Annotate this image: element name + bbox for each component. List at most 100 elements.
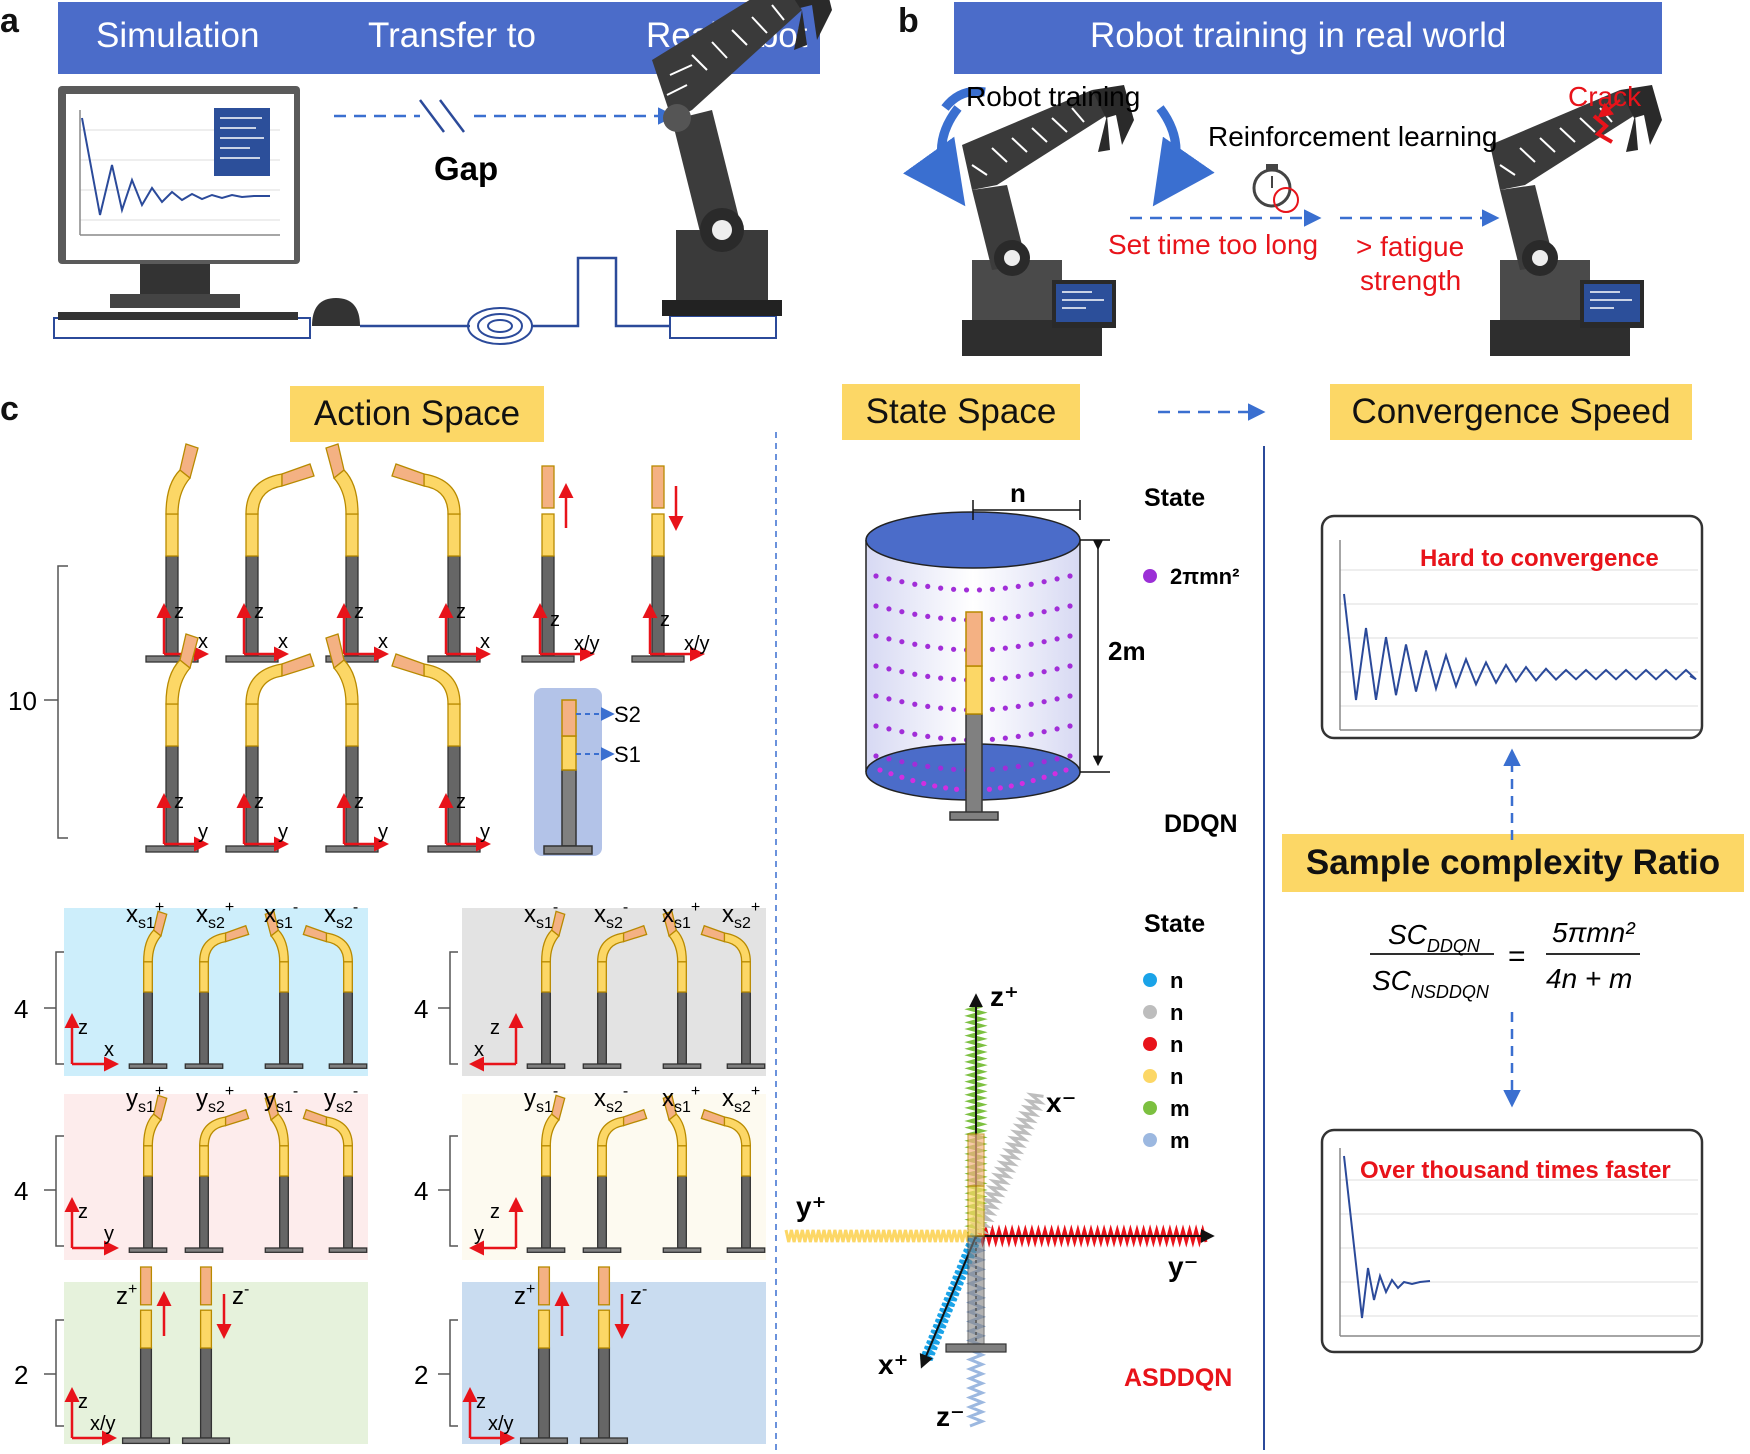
axis-h-label: y	[198, 821, 208, 843]
limb-seg1	[199, 1309, 213, 1349]
panel-b-diagram	[903, 84, 1663, 357]
state-dot	[938, 765, 944, 771]
state-dot	[925, 703, 931, 710]
limb-base	[264, 1063, 304, 1069]
axis-z-label: z	[660, 609, 670, 631]
crack-text: Crack	[1568, 81, 1642, 112]
state-dot	[1002, 735, 1008, 741]
panel-a-banner: Simulation Transfer to Real robot	[58, 2, 820, 74]
limb-base	[726, 1247, 766, 1253]
robot-training-text: Robot training	[966, 81, 1140, 112]
limb-pole	[597, 1175, 607, 1249]
count-4-cream: 4	[414, 1176, 428, 1206]
state-label-asddqn: State	[1144, 910, 1205, 938]
limb-seg1	[199, 961, 209, 993]
state-formula: 2πmn²	[1170, 564, 1239, 589]
state-dot	[951, 616, 957, 622]
limb-base	[128, 1247, 168, 1253]
limb-pole	[143, 1175, 153, 1249]
state-dot	[953, 786, 960, 792]
state-dot	[1041, 639, 1047, 645]
limb-bend	[245, 473, 283, 515]
state-dot	[1002, 705, 1008, 711]
limb	[302, 924, 368, 1069]
state-dot	[938, 675, 944, 681]
legend-value: m	[1170, 1096, 1190, 1121]
axis-h-label: y	[474, 1223, 484, 1245]
limb-bend	[333, 469, 359, 515]
limb-pole	[597, 1347, 611, 1439]
limb-seg1	[279, 961, 289, 993]
box-green	[64, 1282, 368, 1444]
limb-seg1	[245, 703, 259, 747]
limb-seg1	[541, 961, 551, 993]
count-2-green: 2	[14, 1360, 28, 1390]
limb-base	[328, 1063, 368, 1069]
state-dot	[1041, 609, 1047, 615]
limb-pole	[741, 991, 751, 1065]
axis-z-label: z	[254, 601, 264, 623]
limb-base	[145, 845, 199, 853]
limb-pole	[343, 991, 353, 1065]
limb-pole	[343, 1175, 353, 1249]
state-dot	[1002, 765, 1008, 771]
limb-seg1	[677, 1145, 687, 1177]
box-label: xs1+	[662, 899, 700, 932]
box-label: z-	[232, 1281, 249, 1310]
axis-h-label: y	[378, 821, 388, 843]
limb-seg2	[597, 1266, 611, 1306]
limb-base	[582, 1063, 622, 1069]
state-dot	[899, 729, 905, 735]
state-dot	[1054, 636, 1060, 642]
limb	[526, 910, 566, 1069]
legend-value: n	[1170, 1032, 1183, 1057]
limb-seg2	[537, 1266, 551, 1306]
limb-seg1	[447, 513, 461, 557]
state-dot	[873, 603, 879, 609]
z-minus-label: z⁻	[936, 1401, 965, 1432]
limb-tip	[325, 633, 345, 670]
limb-tip	[153, 910, 168, 937]
fatigue-text-2: strength	[1360, 265, 1461, 296]
state-dot	[1002, 675, 1008, 681]
limb	[225, 463, 315, 663]
state-dot	[1041, 579, 1047, 585]
count-2-lblue: 2	[414, 1360, 428, 1390]
state-dot	[1015, 673, 1021, 680]
axis-h-label: x	[378, 631, 388, 653]
legend-dot	[1143, 1037, 1157, 1051]
state-dot	[1028, 761, 1034, 767]
box-label: ys2+	[196, 1083, 234, 1116]
state-dot	[1015, 733, 1021, 740]
axis-h-label: y	[278, 821, 288, 843]
limb-seg1	[741, 961, 751, 993]
limb-base	[184, 1247, 224, 1253]
axis-h-label: y	[480, 821, 490, 843]
legend-dot	[1143, 973, 1157, 987]
limb-seg1	[597, 1145, 607, 1177]
limb-seg1	[345, 703, 359, 747]
limb-seg1	[165, 513, 179, 557]
state-dot	[989, 646, 996, 652]
state-dot	[912, 731, 918, 737]
limb	[225, 653, 315, 853]
state-dot	[938, 705, 944, 711]
box-lblue	[462, 1282, 766, 1444]
limb-seg1	[651, 513, 665, 557]
limb-seg1	[597, 961, 607, 993]
limb-base	[181, 1437, 231, 1445]
axis-z-label: z	[78, 1017, 88, 1039]
box-labels: xs1+xs2+xs1-xs2-xs1-xs2-xs1+xs2+ys1+ys2+…	[116, 899, 760, 1310]
axis-z-label: z	[490, 1017, 500, 1039]
limb	[519, 1266, 569, 1445]
state-dot	[938, 615, 944, 621]
limb	[264, 910, 304, 1069]
axes-limb-seg2	[967, 1133, 985, 1187]
limb-base	[726, 1063, 766, 1069]
y-minus-band	[974, 1224, 1208, 1248]
axis-z-label: z	[254, 791, 264, 813]
state-dot	[1002, 585, 1008, 591]
limb-seg1	[139, 1309, 153, 1349]
